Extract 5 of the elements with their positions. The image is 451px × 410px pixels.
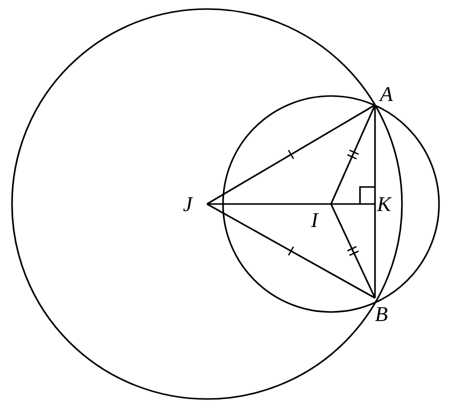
point-label: I xyxy=(311,210,318,231)
point-label: B xyxy=(375,304,388,325)
point-label: K xyxy=(377,194,392,215)
point-label: J xyxy=(183,194,192,215)
point-label: A xyxy=(380,84,393,105)
